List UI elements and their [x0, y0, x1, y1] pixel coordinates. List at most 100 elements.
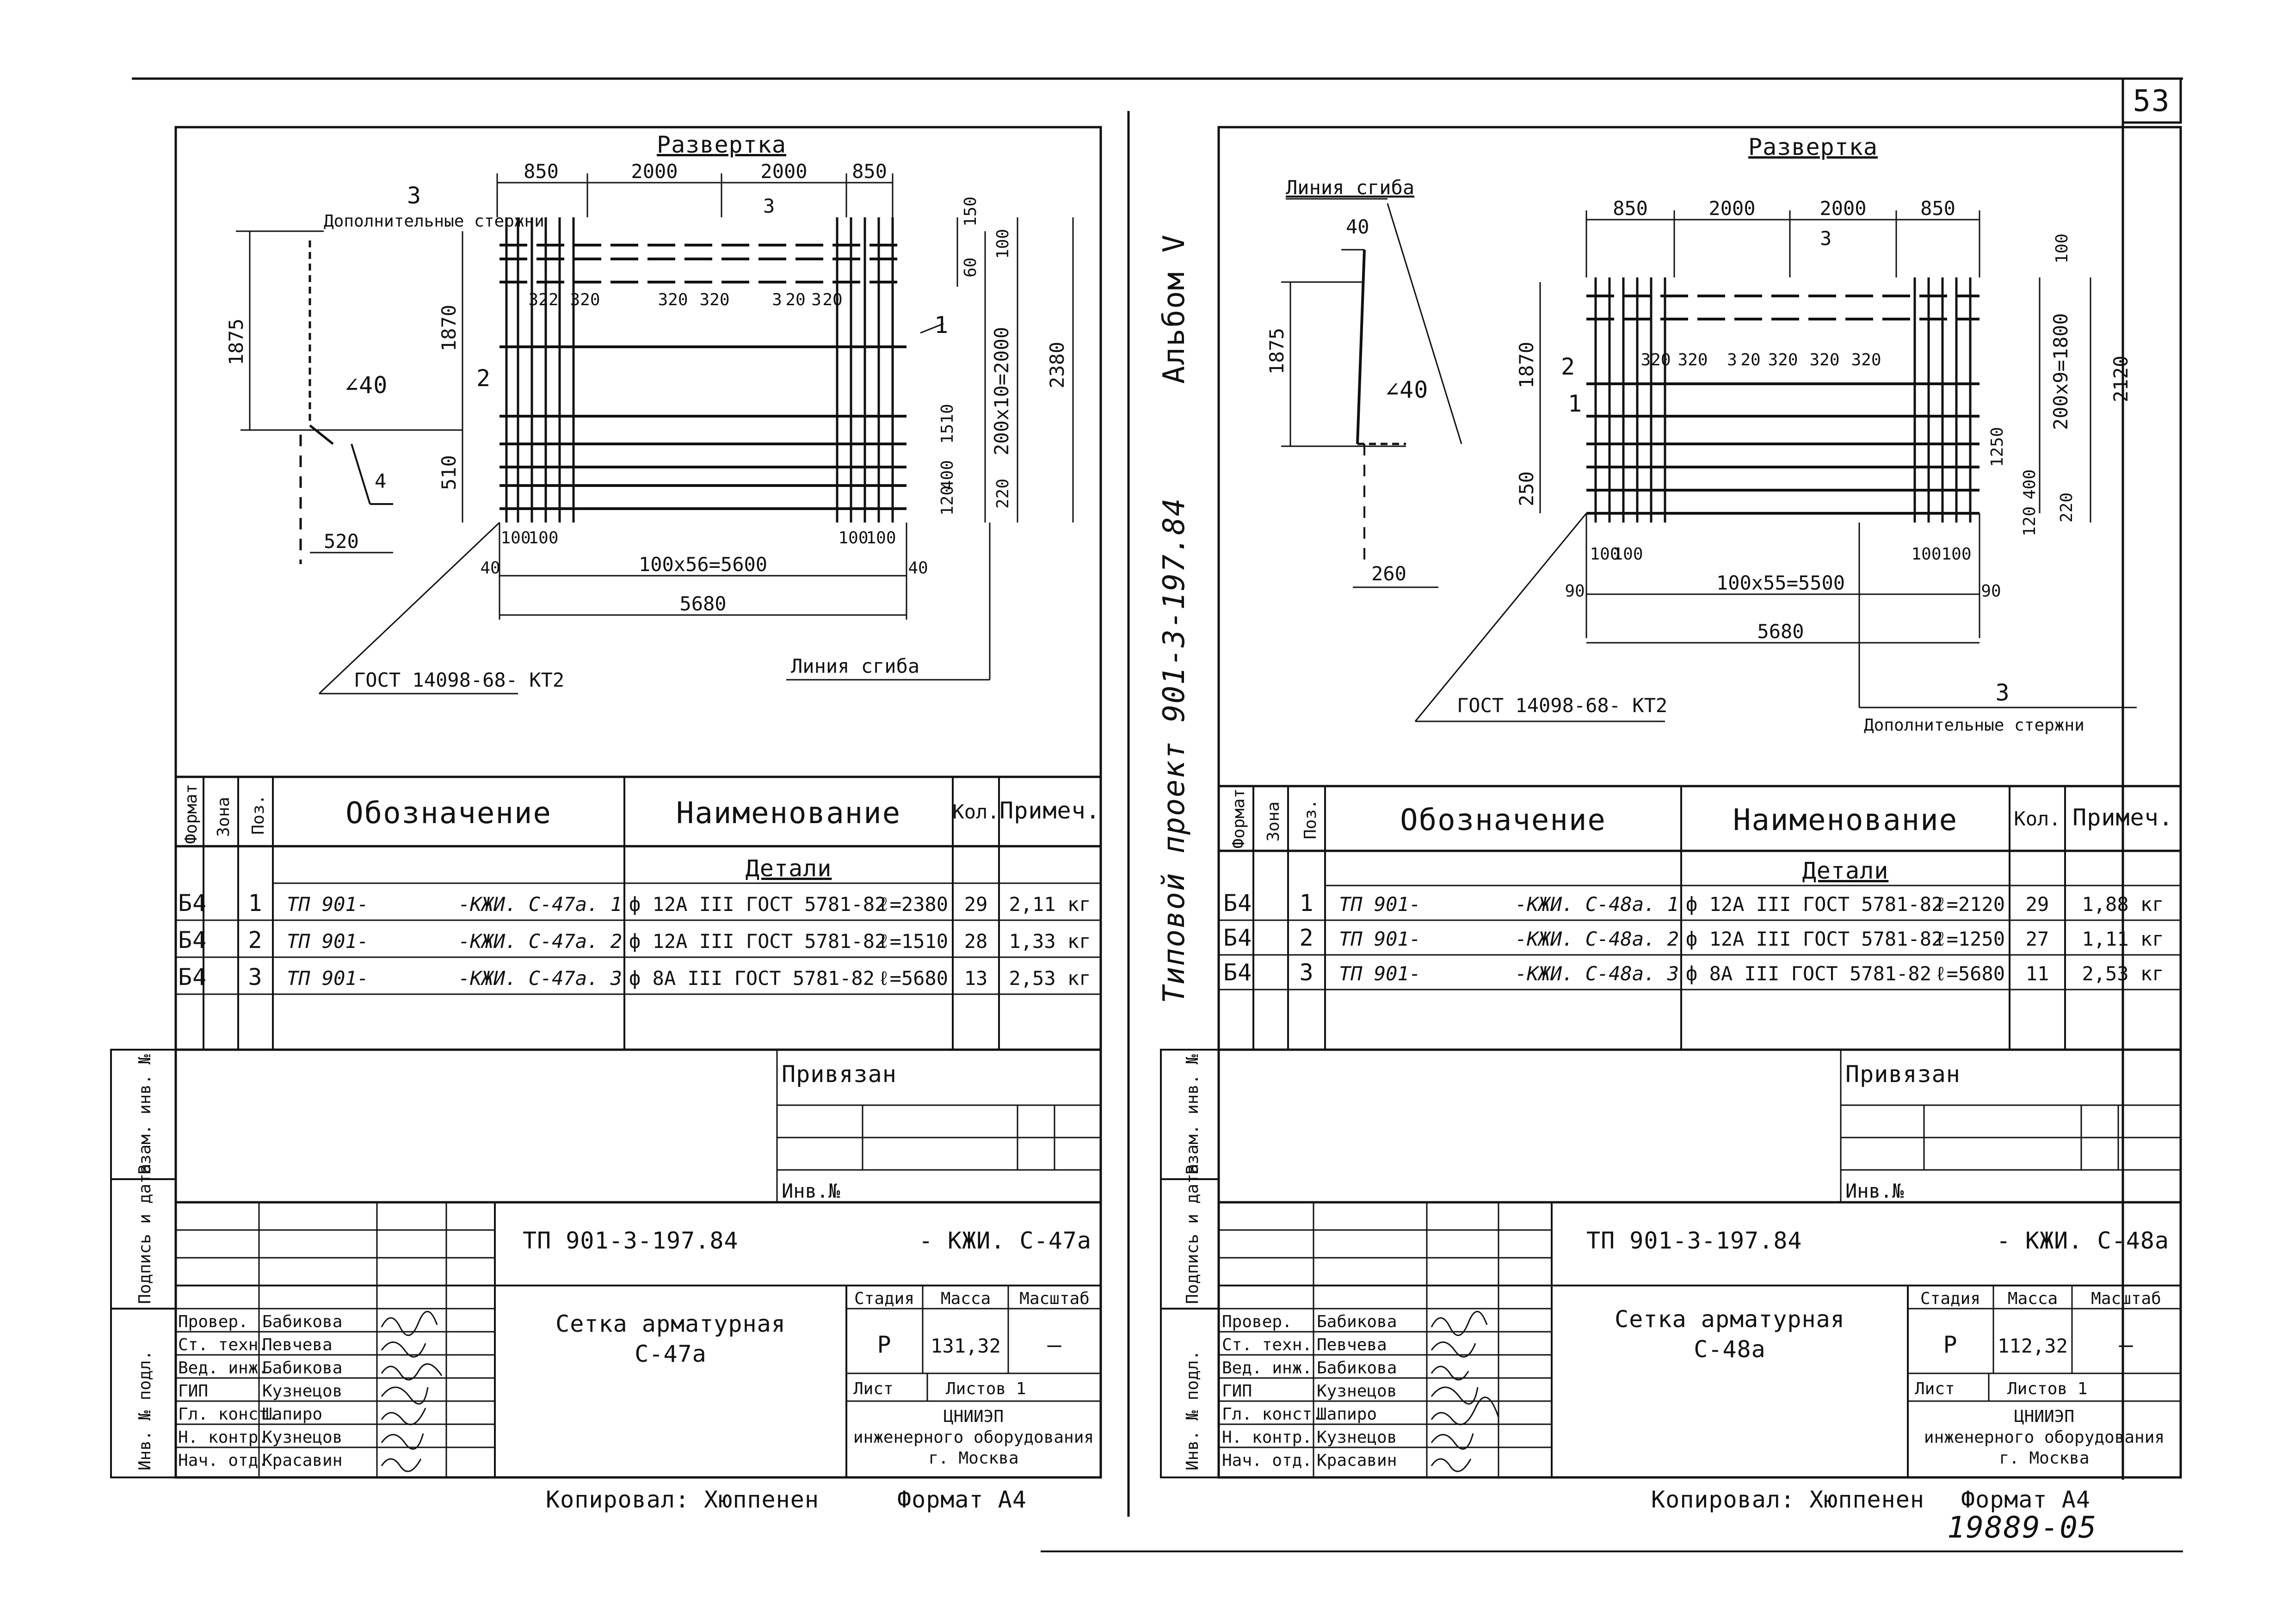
right-dim-1870: 1870: [1515, 342, 1538, 388]
left-dim-510: 510: [438, 455, 460, 490]
left-dim-total: 5680: [679, 592, 726, 615]
left-scale-h: Масштаб: [1019, 1289, 1090, 1308]
left-signatures: [381, 1310, 443, 1472]
right-role-4: Гл. конст.: [1222, 1405, 1322, 1424]
right-pos-1: 1: [1568, 390, 1582, 417]
left-inv-no: Инв.№: [782, 1180, 840, 1202]
left-dim-40b: 40: [908, 559, 928, 578]
left-r0-qty: 29: [964, 893, 988, 916]
left-r1-len: ℓ=1510: [878, 930, 948, 953]
right-sheet-h: Лист: [1915, 1379, 1955, 1398]
right-r0-note: 1,88 кг: [2082, 893, 2164, 916]
right-role-name-2: Бабикова: [1317, 1359, 1397, 1378]
right-dim-100d: 100: [1941, 545, 1971, 564]
right-r2-pos: 3: [1299, 959, 1314, 986]
left-side-inv: Инв. № подл.: [136, 1350, 154, 1470]
right-role-name-4: Шапиро: [1317, 1405, 1377, 1424]
left-dim-1875: 1875: [225, 319, 247, 365]
right-dim-100c: 100: [1911, 545, 1941, 564]
right-r2-format: Б4: [1223, 959, 1252, 986]
left-r2-qty: 13: [964, 967, 988, 990]
left-r0-des-r: -КЖИ. С-47а. 1: [458, 893, 622, 916]
left-dim-60: 60: [961, 258, 980, 277]
left-r0-des-l: ТП 901-: [287, 893, 369, 916]
right-dim-220: 220: [2057, 492, 2076, 523]
left-r0-name: ф 12А III ГОСТ 5781-82: [629, 893, 886, 916]
right-dim-row-4: 320: [1768, 351, 1798, 369]
left-roles: Провер. Бабикова Ст. техн. Певчева Вед. …: [178, 1312, 342, 1470]
left-role-6: Нач. отд.: [178, 1451, 268, 1470]
left-dim-row-0: 322: [528, 290, 558, 309]
left-mass: 131,32: [931, 1335, 1001, 1357]
right-spec-table: [1219, 785, 2181, 1051]
left-h-format: Формат: [182, 784, 201, 844]
left-dim-100: 100: [993, 229, 1012, 259]
left-drawing-title: Развертка: [657, 131, 786, 158]
right-dim-260: 260: [1371, 562, 1406, 585]
right-pos-2: 2: [1561, 353, 1575, 380]
left-role-name-4: Шапиро: [262, 1405, 322, 1424]
left-dim-520: 520: [324, 530, 359, 553]
left-dim-row-6: 3: [811, 290, 821, 309]
left-leader: [920, 323, 944, 334]
left-r2-len: ℓ=5680: [878, 967, 948, 990]
left-dim-chain: 100х56=5600: [639, 553, 767, 576]
right-r2-qty: 11: [2026, 962, 2049, 985]
left-dim-top-2: 2000: [760, 160, 807, 183]
left-side-sign: Подпись и дата: [136, 1164, 154, 1304]
right-gost-leader: [1414, 513, 1587, 722]
left-role-name-0: Бабикова: [262, 1312, 342, 1331]
right-dim-row-1: 320: [1677, 351, 1708, 369]
left-role-0: Провер.: [178, 1312, 248, 1331]
left-scale: —: [1047, 1331, 1061, 1358]
right-stage-h: Стадия: [1920, 1289, 1980, 1308]
left-r1-des-r: -КЖИ. С-47а. 2: [458, 930, 622, 953]
left-r2-name: ф 8А III ГОСТ 5781-82: [629, 967, 875, 990]
left-name-line1: Сетка арматурная: [555, 1310, 786, 1337]
right-r1-des-l: ТП 901-: [1339, 928, 1421, 950]
left-gost-label: ГОСТ 14098-68- КТ2: [354, 669, 564, 691]
right-r0-pos: 1: [1299, 890, 1314, 917]
right-side-inv: Инв. № подл.: [1183, 1350, 1202, 1470]
right-role-2: Вед. инж.: [1222, 1359, 1312, 1378]
right-dim-top-1: 2000: [1708, 197, 1755, 220]
left-role-3: ГИП: [178, 1382, 208, 1401]
right-r2-des-r: -КЖИ. С-48а. 3: [1515, 962, 1679, 985]
right-r1-qty: 27: [2026, 928, 2049, 950]
right-mesh-verticals: [1594, 277, 1972, 523]
right-scale: —: [2119, 1331, 2133, 1358]
left-r1-pos: 2: [248, 927, 262, 953]
right-code-suffix: - КЖИ. С-48а: [1997, 1227, 2169, 1254]
project-label: Типовой проект 901-3-197.84: [1157, 498, 1191, 1003]
right-section-mark: 3: [1820, 227, 1832, 250]
right-r2-note: 2,53 кг: [2082, 962, 2164, 985]
right-bend-line-label: Линия сгиба: [1286, 176, 1414, 199]
right-h-format: Формат: [1229, 788, 1248, 849]
right-h-designation: Обозначение: [1400, 803, 1606, 837]
right-role-name-3: Кузнецов: [1317, 1382, 1397, 1401]
right-dim-row-6: 320: [1851, 351, 1881, 369]
left-h-note: Примеч.: [999, 797, 1100, 824]
page-number: 53: [2133, 84, 2170, 118]
right-side-vzam: Взам. инв. №: [1183, 1054, 1202, 1175]
left-role-name-2: Бабикова: [262, 1359, 342, 1378]
left-spec-rows: Б4 1 ТП 901- -КЖИ. С-47а. 1 ф 12А III ГО…: [178, 890, 1091, 990]
right-r1-format: Б4: [1223, 924, 1252, 951]
left-r0-note: 2,11 кг: [1009, 893, 1091, 916]
right-inv-no: Инв.№: [1845, 1180, 1904, 1202]
right-bent-rod: [1356, 249, 1366, 444]
left-dim-100b: 100: [528, 529, 558, 547]
left-dim-row-5: 20: [785, 290, 805, 309]
right-mass: 112,32: [1998, 1335, 2068, 1357]
left-r2-des-r: -КЖИ. С-47а. 3: [458, 967, 622, 990]
left-dim-100d: 100: [866, 529, 896, 547]
left-dim-150: 150: [961, 197, 980, 227]
left-sheet: Инв. № подл. Подпись и дата Взам. инв. №…: [110, 126, 1102, 1513]
right-stage: Р: [1943, 1331, 1957, 1358]
right-org3: г. Москва: [1999, 1449, 2089, 1468]
left-role-name-1: Певчева: [262, 1335, 333, 1354]
right-dim-top-2: 2000: [1819, 197, 1866, 220]
right-r1-note: 1,11 кг: [2082, 928, 2164, 950]
right-dim-chain: 100х55=5500: [1716, 572, 1845, 594]
left-dim-2380: 2380: [1046, 342, 1068, 388]
